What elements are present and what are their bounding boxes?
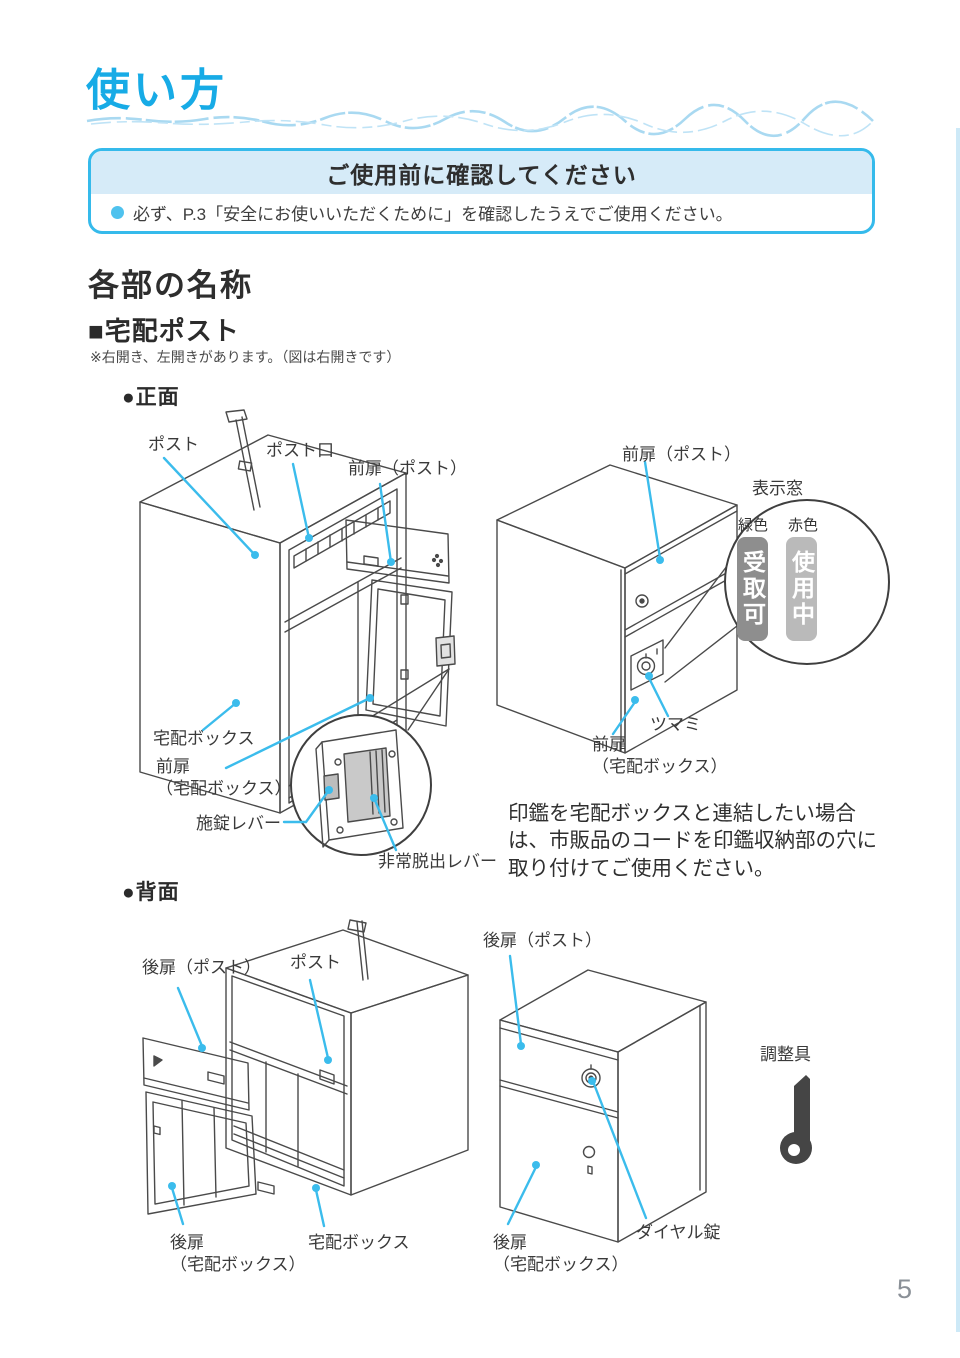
- mail-slot-comb: [293, 500, 391, 569]
- green-color-label: 緑色: [737, 517, 768, 534]
- section-heading: 各部の名称: [88, 268, 253, 303]
- wedge-line-1: [407, 668, 450, 731]
- lock-detail-circle: [290, 714, 432, 856]
- label-display-window: 表示窓: [752, 479, 803, 498]
- magnify-line-1: [664, 561, 731, 649]
- title-underline-scribble: [86, 100, 874, 138]
- section-subheading: ■宅配ポスト: [88, 316, 240, 346]
- label-rear-door-post: 後扉（ポスト）: [142, 958, 261, 977]
- label-rear-door-post-closed: 後扉（ポスト）: [483, 931, 602, 950]
- label-lock-lever: 施錠レバー: [196, 814, 281, 833]
- front-closed-leaders: [611, 460, 670, 736]
- seal-connection-note: 印鑑を宅配ボックスと連結したい場合は、市販品のコードを印鑑収納部の穴に取り付けて…: [508, 802, 877, 880]
- notice-text: 必ず、P.3「安全にお使いいただくために」を確認したうえでご使用ください。: [133, 204, 733, 224]
- front-open-leaders: [162, 456, 398, 852]
- knob-assembly: [630, 639, 664, 691]
- back-closed-leaders: [506, 954, 648, 1226]
- stand-pole-back: [347, 919, 369, 981]
- post-door-open: [345, 519, 450, 584]
- back-box-body: [225, 929, 469, 1196]
- closed-box-body: [496, 464, 738, 754]
- back-open-leaders: [168, 978, 332, 1228]
- front-view-label: ●正面: [122, 386, 180, 409]
- notice-body: 必ず、P.3「安全にお使いいただくために」を確認したうえでご使用ください。: [91, 194, 872, 230]
- label-post: ポスト: [148, 435, 199, 454]
- front-open-diagram: [139, 409, 456, 856]
- front-closed-diagram: [496, 460, 890, 754]
- bullet-icon: [111, 205, 124, 219]
- label-delivery-box-back: 宅配ボックス: [308, 1233, 410, 1252]
- back-closed-box-body: [499, 969, 707, 1243]
- page-number: 5: [897, 1274, 913, 1304]
- label-adjustment-tool: 調整具: [760, 1045, 811, 1064]
- back-view-label: ●背面: [122, 881, 180, 904]
- label-emergency-lever: 非常脱出レバー: [378, 852, 497, 871]
- label-front-door-post-closed: 前扉（ポスト）: [622, 445, 741, 464]
- adjustment-tool-icon: [780, 1075, 812, 1164]
- red-status-pill: 使用中: [786, 537, 817, 641]
- pre-use-notice-box: ご使用前に確認してください 必ず、P.3「安全にお使いいただくために」を確認した…: [88, 148, 875, 234]
- label-dial-lock: ダイヤル錠: [636, 1223, 721, 1242]
- red-color-label: 赤色: [787, 517, 818, 534]
- back-closed-diagram: [499, 954, 707, 1243]
- rear-box-door-hardware: [582, 1145, 596, 1175]
- page-title: 使い方: [86, 66, 227, 115]
- rear-post-door-open: [142, 1037, 250, 1111]
- label-post-slot: ポスト口: [266, 441, 334, 460]
- back-open-diagram: [142, 919, 469, 1228]
- stand-pole: [225, 409, 261, 511]
- label-delivery-box: 宅配ボックス: [153, 729, 255, 748]
- label-front-door-box-closed: 前扉 （宅配ボックス）: [592, 735, 728, 777]
- label-post-back: ポスト: [290, 953, 341, 972]
- magnify-line-2: [664, 625, 738, 683]
- green-status-pill: 受取可: [737, 537, 768, 641]
- wedge-line-2: [370, 668, 450, 718]
- label-front-door-box: 前扉 （宅配ボックス）: [156, 757, 292, 799]
- box-door-open: [365, 579, 456, 727]
- rear-box-door-open: [145, 1091, 257, 1215]
- label-rear-door-box-closed: 後扉 （宅配ボックス）: [493, 1233, 629, 1275]
- label-front-door-post: 前扉（ポスト）: [348, 459, 467, 478]
- notice-title: ご使用前に確認してください: [91, 151, 872, 194]
- page-edge-accent-bar: [956, 128, 960, 1332]
- label-rear-door-box: 後扉 （宅配ボックス）: [170, 1233, 306, 1275]
- orientation-note: ※右開き、左開きがあります。（図は右開きです）: [90, 349, 401, 365]
- label-knob: ツマミ: [650, 715, 701, 734]
